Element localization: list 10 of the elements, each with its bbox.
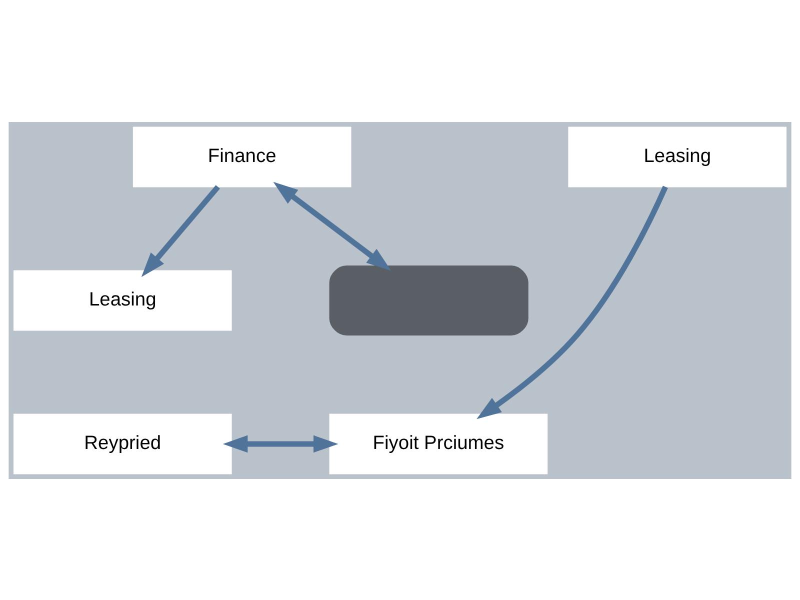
node-box: Leasing [13, 270, 232, 330]
node-box: Finance [132, 126, 352, 187]
arrow [476, 185, 668, 419]
node-box: Reypried [13, 413, 232, 474]
node-box: Fiyoit Prciumes [329, 413, 548, 474]
node-box [329, 264, 528, 336]
arrow [222, 434, 338, 452]
arrow [273, 181, 392, 270]
node-box: Leasing [568, 126, 787, 187]
arrow [141, 184, 220, 277]
